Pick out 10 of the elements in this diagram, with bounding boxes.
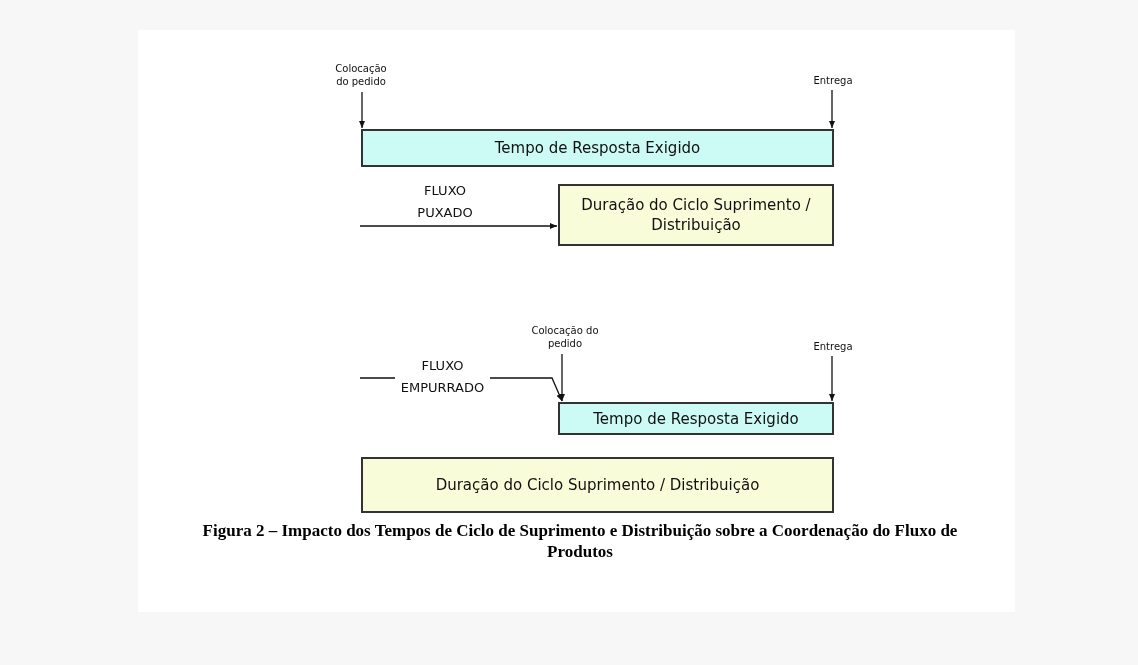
arrow: [559, 353, 565, 402]
arrow: [829, 89, 835, 129]
time-bar: Duração do Ciclo Suprimento / Distribuição: [361, 457, 834, 513]
arrow: [829, 355, 835, 402]
arrow: [359, 91, 365, 129]
arrow: [359, 223, 558, 229]
time-bar: Tempo de Resposta Exigido: [361, 129, 834, 167]
time-bar: Duração do Ciclo Suprimento / Distribuição: [558, 184, 834, 246]
figure-caption: Figura 2 – Impacto dos Tempos de Ciclo de Suprimento e Distribuição sobre a Coordenação do Fluxo de Produtos: [201, 520, 959, 562]
time-bar: Tempo de Resposta Exigido: [558, 402, 834, 435]
